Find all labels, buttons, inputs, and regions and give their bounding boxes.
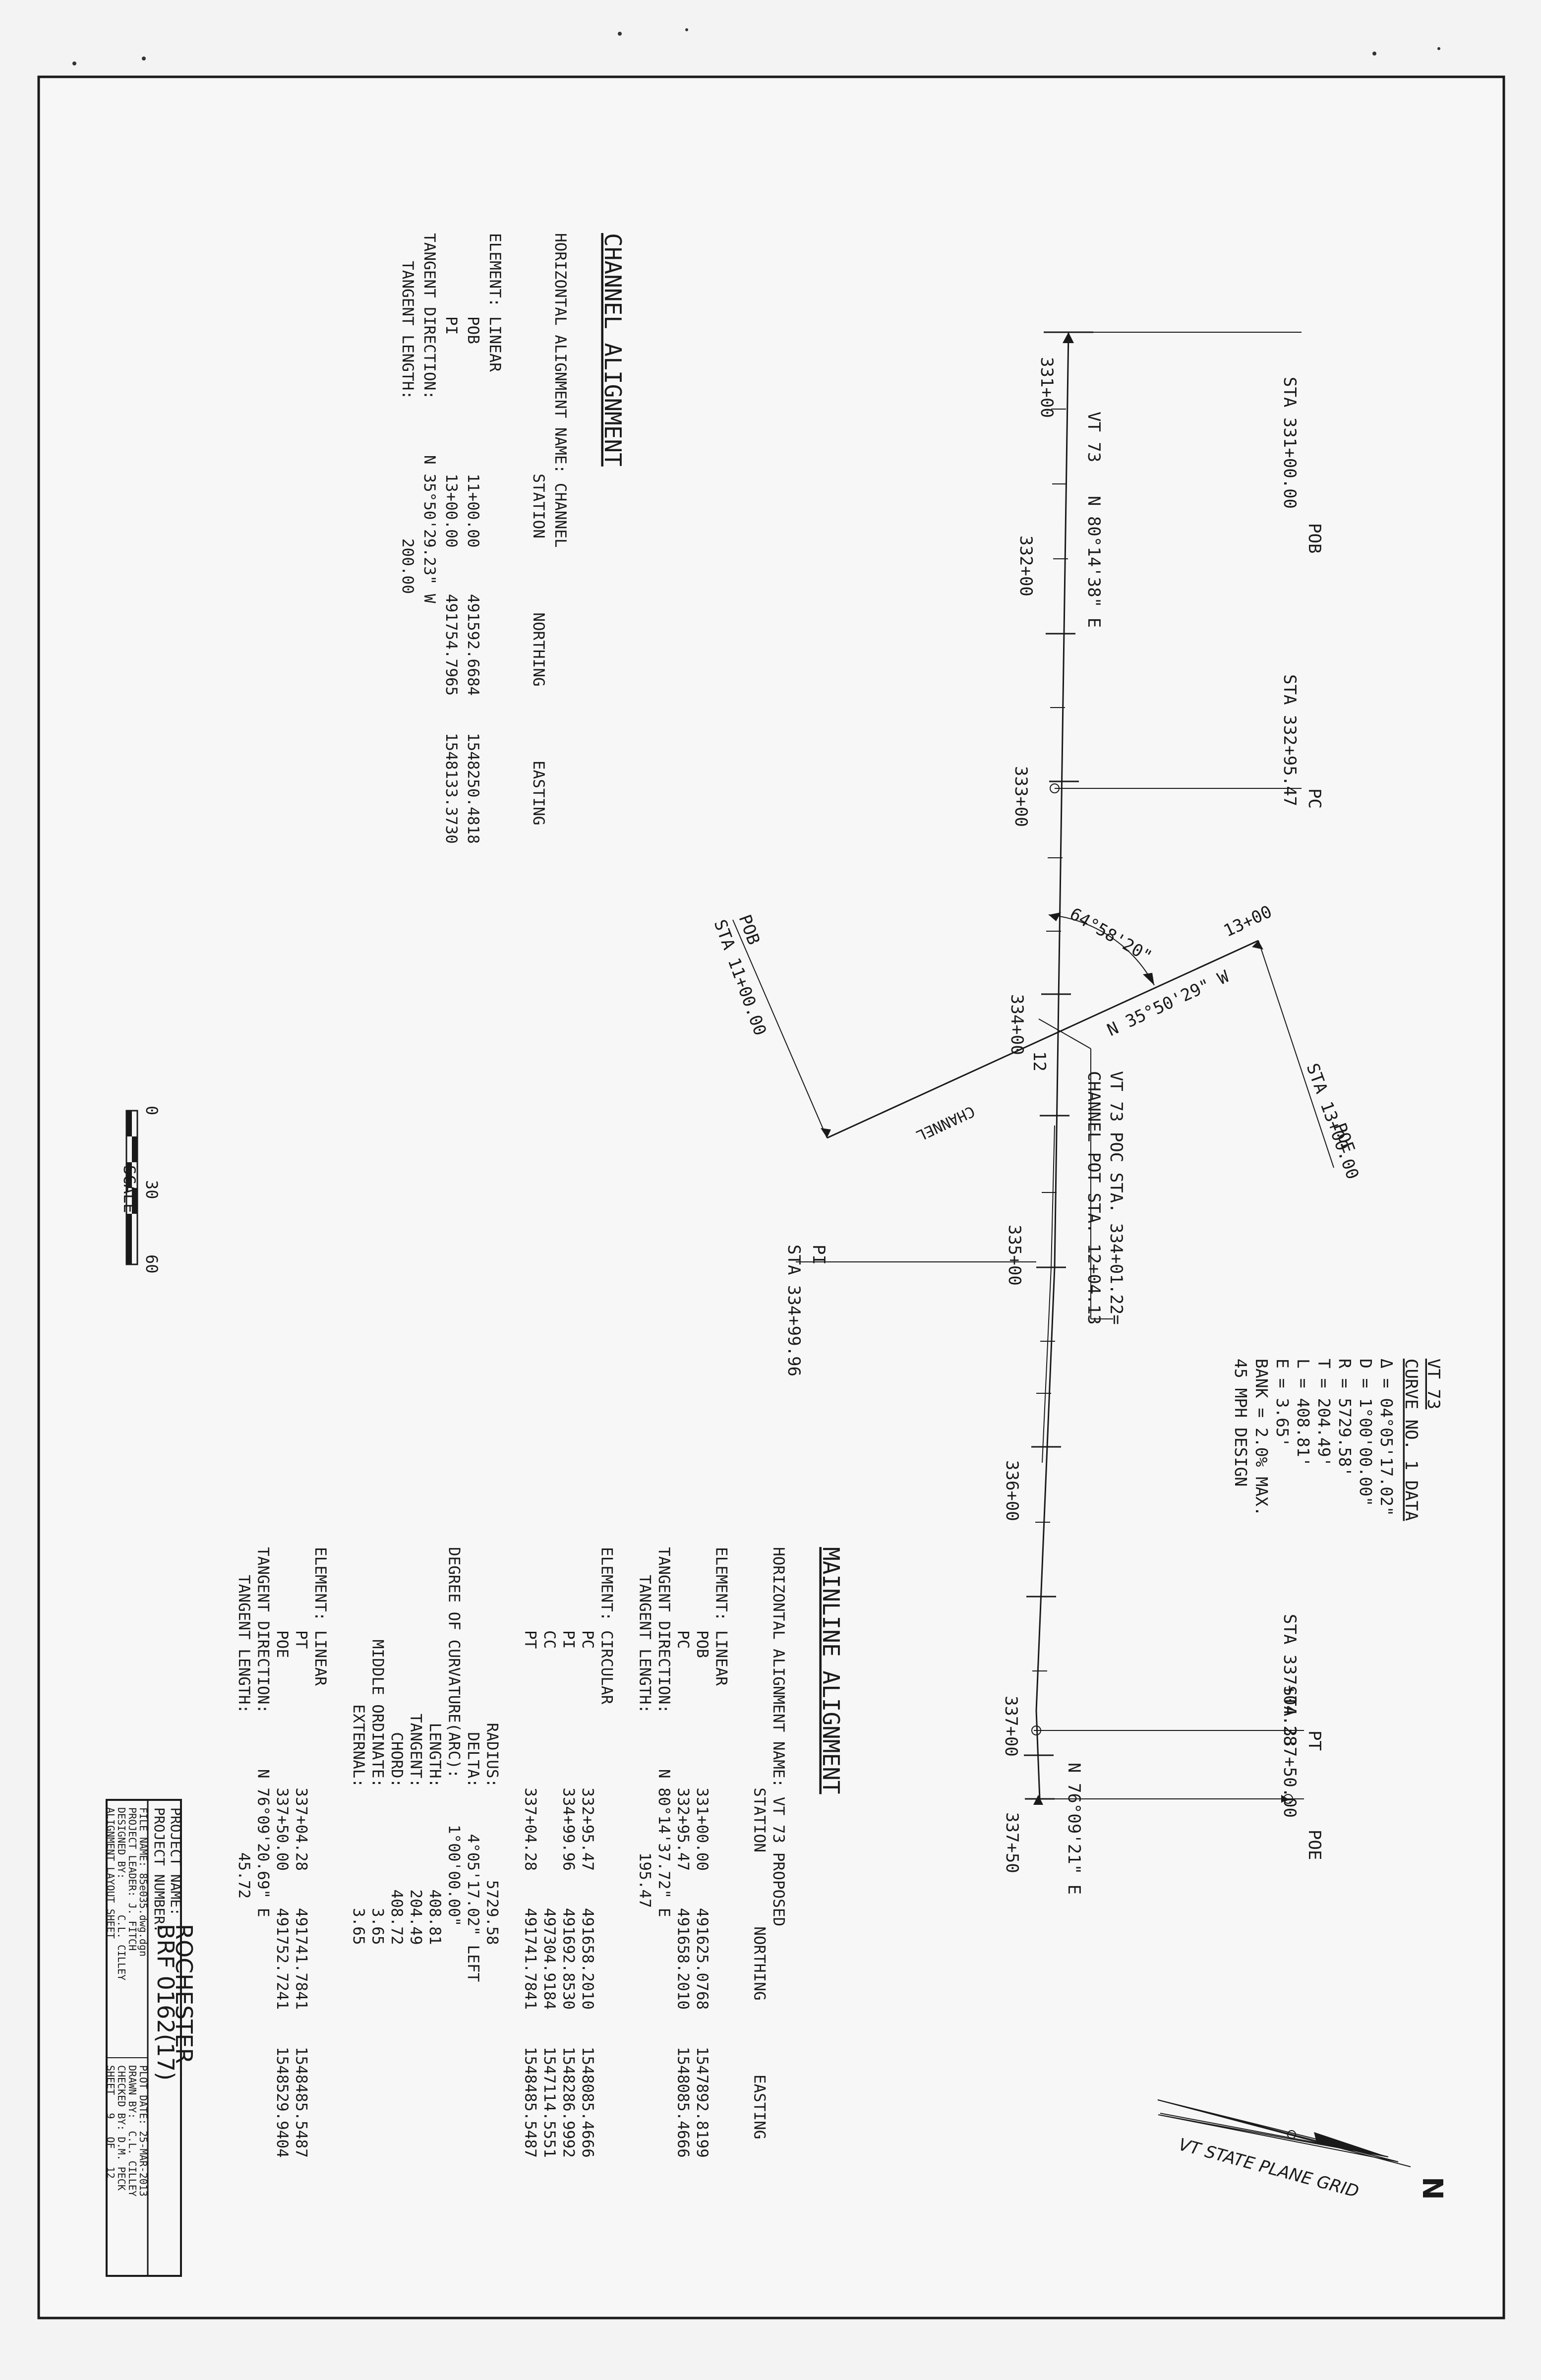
mainline-table-line: RADIUS: 5729.58	[483, 1547, 501, 1945]
station-label: 331+00	[1037, 357, 1057, 418]
mainline-table-line: POE 337+50.00 491752.7241 1548529.9404	[273, 1547, 291, 2158]
title-block-line: DRAWN BY: C.L. CILLEY	[126, 2065, 138, 2197]
mainline-table-line: PC 332+95.47 491658.2010 1548085.4666	[579, 1547, 596, 2158]
mainline-table-line: ELEMENT: LINEAR	[712, 1547, 730, 1686]
station-label: 337+50	[1002, 1812, 1022, 1873]
callout-name: PC	[1304, 788, 1324, 809]
curve-data-line: L = 408.81'	[1294, 1359, 1313, 1467]
mainline-table-line: MIDDLE ORDINATE: 3.65	[369, 1547, 387, 1945]
title-block-line: SHEET 9 OF 12	[105, 2065, 117, 2179]
station-label: 332+00	[1016, 536, 1036, 596]
title-block-line: CHECKED BY: D.M. PECK	[116, 2065, 127, 2191]
curve-data-line: BANK = 2.0% MAX.	[1252, 1359, 1271, 1516]
project-name-label: PROJECT NAME:	[168, 1807, 184, 1916]
mainline-table-line: POB 331+00.00 491625.0768 1547892.8199	[693, 1547, 711, 2158]
curve-data-lines: Δ = 04°05'17.02"D = 1°00'00.00"R = 5729.…	[1231, 1359, 1396, 1516]
station-label: 333+00	[1011, 766, 1031, 827]
callout-name: PI	[809, 1245, 829, 1265]
channel-table-title: CHANNEL ALIGNMENT	[599, 233, 626, 467]
mainline-table-line: PT 337+04.28 491741.7841 1548485.5487	[293, 1547, 310, 2158]
station-label: 337+00	[1001, 1696, 1021, 1757]
channel-start-station: 12	[1029, 1051, 1049, 1071]
bearing-main-start: N 80°14'38" E	[1084, 496, 1104, 628]
title-block-line: PROJECT LEADER: J. FITCH	[126, 1807, 138, 1951]
scale-tick: 30	[142, 1180, 161, 1199]
mainline-table-line: ELEMENT: CIRCULAR	[598, 1547, 616, 1705]
scale-tick: 0	[142, 1106, 161, 1115]
mainline-table-title: MAINLINE ALIGNMENT	[818, 1547, 844, 1794]
curve-data-line: Δ = 04°05'17.02"	[1377, 1359, 1396, 1516]
mainline-table-line: TANGENT: 204.49	[407, 1547, 425, 1945]
curve-data-line: T = 204.49'	[1314, 1359, 1334, 1467]
mainline-table-line: LENGTH: 408.81	[426, 1547, 444, 1945]
curve-data-subtitle: CURVE NO. 1 DATA	[1401, 1359, 1421, 1521]
callout-sta: STA 332+95.47	[1280, 674, 1300, 806]
channel-table-line: ELEMENT: LINEAR	[486, 233, 504, 372]
intersection-line-2: CHANNEL POT STA. 12+04.13	[1084, 1071, 1104, 1325]
channel-table-line: TANGENT DIRECTION: N 35°50'29.23" W	[420, 233, 438, 603]
mainline-table-line: STATION NORTHING EASTING	[751, 1547, 769, 2139]
mainline-table-line: TANGENT LENGTH: 45.72	[235, 1547, 253, 1899]
mainline-table-line: PC 332+95.47 491658.2010 1548085.4666	[674, 1547, 692, 2158]
curve-data-title: VT 73	[1423, 1359, 1443, 1409]
title-block-line: FILE NAME: 85e035.dwg.dgn	[137, 1807, 149, 1957]
channel-table-line: TANGENT LENGTH: 200.00	[399, 233, 416, 594]
scale-label: SCALE	[120, 1165, 139, 1213]
mainline-table-line: TANGENT DIRECTION: N 76°09'20.69" E	[254, 1547, 272, 1917]
curve-data-line: R = 5729.58'	[1335, 1359, 1355, 1477]
mainline-table-line: DELTA: 4°05'17.02" LEFT	[464, 1547, 482, 1982]
callout-name: PT	[1304, 1730, 1324, 1751]
project-name: ROCHESTER	[171, 1924, 197, 2064]
mainline-table-lines: HORIZONTAL ALIGNMENT NAME: VT 73 PROPOSE…	[235, 1547, 787, 2158]
callout-name: POE	[1304, 1830, 1324, 1860]
sheet-border	[37, 75, 1505, 2320]
mainline-table-line: CHORD: 408.72	[388, 1547, 406, 1945]
curve-data-line: E = 3.65'	[1273, 1359, 1292, 1447]
mainline-table-line: TANGENT LENGTH: 195.47	[636, 1547, 654, 1908]
station-label: 336+00	[1002, 1460, 1022, 1521]
mainline-table-line: DEGREE OF CURVATURE(ARC): 1°00'00.00"	[445, 1547, 463, 1926]
channel-table-line: PI 13+00.00 491754.7965 1548133.3730	[442, 233, 460, 844]
station-label: 335+00	[1005, 1225, 1024, 1286]
channel-table-lines: HORIZONTAL ALIGNMENT NAME: CHANNEL STATI…	[399, 233, 569, 844]
callout-name: POB	[1304, 523, 1324, 553]
title-block-line: PLOT DATE: 25-MAR-2013	[137, 2065, 149, 2197]
mainline-table-line: TANGENT DIRECTION: N 80°14'37.72" E	[655, 1547, 673, 1917]
mainline-table-line: HORIZONTAL ALIGNMENT NAME: VT 73 PROPOSE…	[770, 1547, 787, 1926]
title-block-line: DESIGNED BY: C.L. CILLEY	[116, 1807, 127, 1980]
plan-view	[732, 331, 1334, 1805]
channel-table-line: POB 11+00.00 491592.6684 1548250.4818	[464, 233, 482, 844]
north-letter: N	[1416, 2177, 1448, 2200]
bearing-main-end: N 76°09'21" E	[1064, 1763, 1084, 1895]
intersection-line-1: VT 73 POC STA. 334+01.22=	[1106, 1071, 1126, 1325]
mainline-table-line: EXTERNAL: 3.65	[350, 1547, 367, 1945]
channel-alignment	[827, 940, 1259, 1139]
curve-data-line: 45 MPH DESIGN	[1231, 1359, 1250, 1487]
callout-sta: STA 331+00.00	[1280, 377, 1300, 509]
mainline-table-line: PT 337+04.28 491741.7841 1548485.5487	[522, 1547, 539, 2158]
scale-bar: 0 30 60 SCALE	[120, 1106, 161, 1274]
mainline-label: VT 73	[1084, 412, 1104, 462]
mainline-table-line: ELEMENT: LINEAR	[311, 1547, 329, 1686]
title-block: PROJECT NAME: ROCHESTER PROJECT NUMBER: …	[105, 1799, 197, 2277]
channel-table-line: HORIZONTAL ALIGNMENT NAME: CHANNEL	[551, 233, 569, 548]
mainline-table-line: CC 497304.9184 1547114.5551	[540, 1547, 558, 2158]
project-number: BRF 0162(17)	[152, 1924, 179, 2081]
callout-sta: STA 337+50.00	[1280, 1686, 1300, 1818]
channel-table-line: STATION NORTHING EASTING	[530, 233, 547, 825]
callout-sta: STA 337+04.28	[1280, 1614, 1300, 1746]
station-label: 334+00	[1007, 994, 1027, 1055]
angle-arc	[1048, 914, 1155, 986]
mainline-table-line: PI 334+99.96 491692.8530 1548286.9992	[560, 1547, 578, 2158]
scale-tick: 60	[142, 1254, 161, 1274]
title-block-line: ALIGNMENT LAYOUT SHEET	[105, 1807, 117, 1939]
callout-sta: STA 334+99.96	[784, 1245, 804, 1376]
project-number-label: PROJECT NUMBER:	[151, 1807, 168, 1933]
curve-data-line: D = 1°00'00.00"	[1356, 1359, 1375, 1506]
